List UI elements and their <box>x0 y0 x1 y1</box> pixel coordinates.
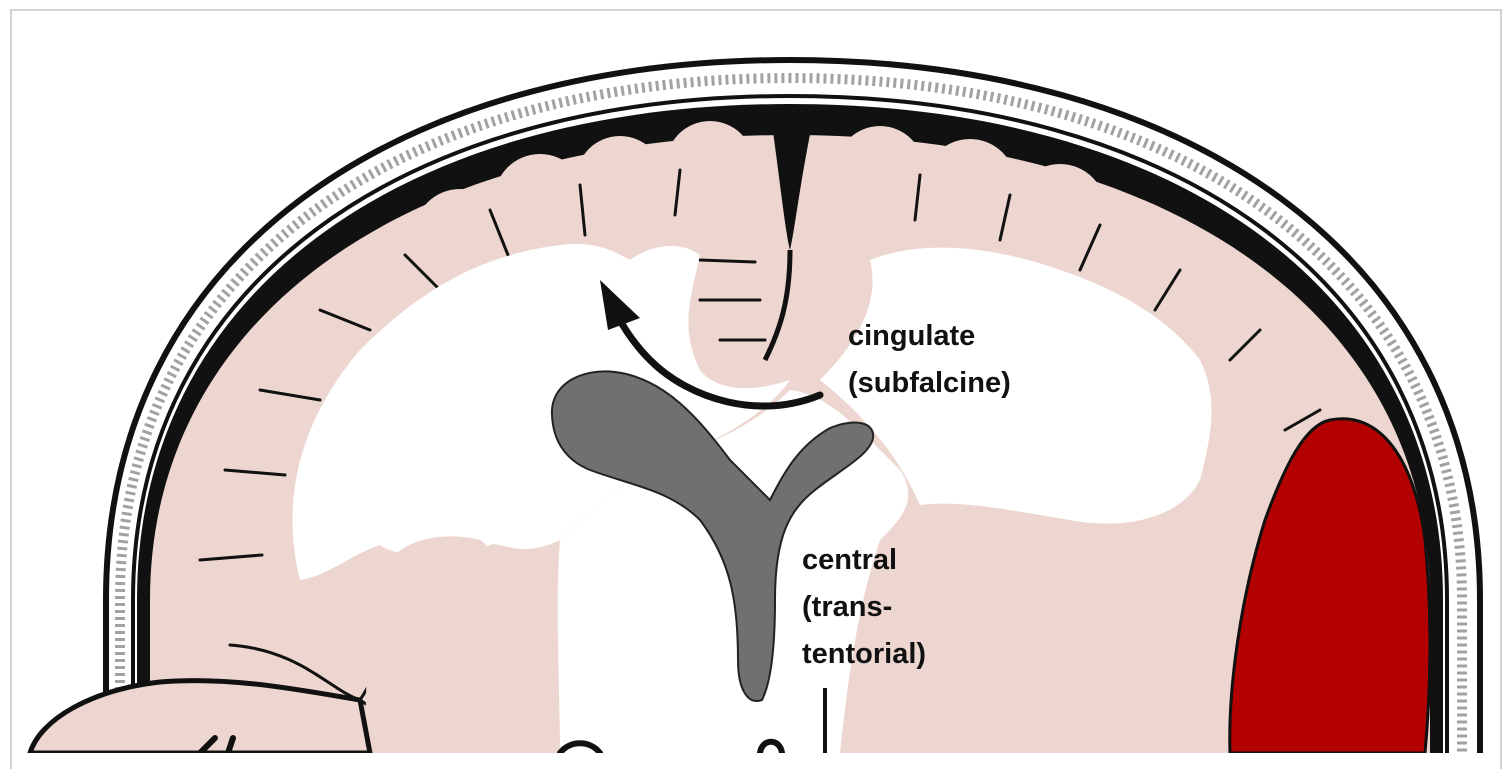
cingulate-label-line2: (subfalcine) <box>848 367 1011 399</box>
central-label-line3: tentorial) <box>802 638 926 670</box>
cingulate-label-line1: cingulate <box>848 320 975 352</box>
central-label-line2: (trans- <box>802 591 892 623</box>
central-label-line1: central <box>802 544 897 576</box>
brain-herniation-diagram: cingulate (subfalcine) central (trans- t… <box>0 0 1503 753</box>
left-lower-lobe <box>30 681 370 753</box>
